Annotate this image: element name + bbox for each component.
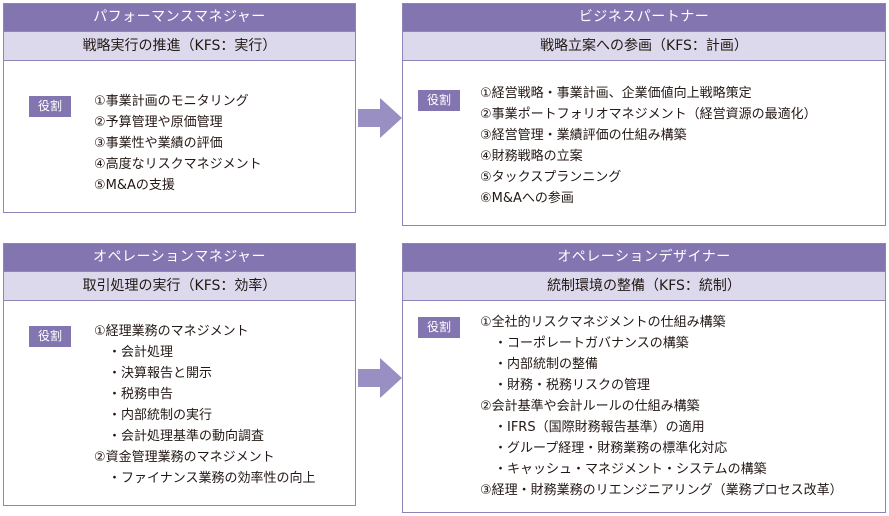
box-subtitle: 戦略立案への参画（KFS：計画）	[403, 31, 885, 61]
box-business-partner: ビジネスパートナー 戦略立案への参画（KFS：計画） 役割 ①経営戦略・事業計画…	[402, 3, 886, 226]
list-item: ⑤タックスプランニング	[480, 170, 622, 185]
list-item: ・決算報告と開示	[108, 366, 213, 381]
list-item: ①全社的リスクマネジメントの仕組み構築	[480, 315, 726, 330]
role-badge: 役割	[29, 326, 71, 347]
list-item: ③経理・財務業務のリエンジニアリング（業務プロセス改革）	[480, 483, 843, 498]
box-operation-designer: オペレーションデザイナー 統制環境の整備（KFS：統制） 役割 ①全社的リスクマ…	[402, 243, 886, 513]
box-performance-manager: パフォーマンスマネジャー 戦略実行の推進（KFS：実行） 役割 ①事業計画のモニ…	[3, 3, 356, 213]
list-item: ③経営管理・業績評価の仕組み構築	[480, 128, 687, 143]
list-item: ②事業ポートフォリオマネジメント（経営資源の最適化）	[480, 107, 817, 122]
list-item: ・ファイナンス業務の効率性の向上	[108, 471, 316, 486]
list-item: ①経営戦略・事業計画、企業価値向上戦略策定	[480, 86, 752, 101]
box-operation-manager: オペレーションマネジャー 取引処理の実行（KFS：効率） 役割 ①経理業務のマネ…	[3, 243, 356, 506]
list-item: ②予算管理や原価管理	[94, 115, 223, 130]
role-badge: 役割	[418, 90, 460, 111]
right-arrow-icon	[358, 98, 402, 138]
box-subtitle: 統制環境の整備（KFS：統制）	[403, 271, 885, 301]
list-item: ④高度なリスクマネジメント	[94, 157, 262, 172]
list-item: ②会計基準や会計ルールの仕組み構築	[480, 399, 700, 414]
list-item: ・IFRS（国際財務報告基準）の適用	[494, 420, 705, 435]
list-item: ・コーポレートガバナンスの構築	[494, 336, 689, 351]
box-title: オペレーションデザイナー	[403, 244, 885, 271]
role-list: ①経理業務のマネジメント ・会計処理 ・決算報告と開示 ・税務申告 ・内部統制の…	[94, 321, 315, 489]
list-item: ・グループ経理・財務業務の標準化対応	[494, 441, 728, 456]
list-item: ⑥M&Aへの参画	[480, 191, 574, 206]
role-badge: 役割	[29, 96, 71, 117]
list-item: ①経理業務のマネジメント	[94, 324, 249, 339]
role-list: ①事業計画のモニタリング ②予算管理や原価管理 ③事業性や業績の評価 ④高度なリ…	[94, 91, 262, 196]
role-list: ①経営戦略・事業計画、企業価値向上戦略策定 ②事業ポートフォリオマネジメント（経…	[480, 83, 817, 209]
list-item: ・会計処理	[108, 345, 174, 360]
box-subtitle: 取引処理の実行（KFS：効率）	[4, 271, 355, 301]
list-item: ・会計処理基準の動向調査	[108, 429, 265, 444]
role-badge: 役割	[418, 317, 460, 338]
list-item: ・財務・税務リスクの管理	[494, 378, 651, 393]
list-item: ・内部統制の実行	[108, 408, 213, 423]
box-title: オペレーションマネジャー	[4, 244, 355, 271]
box-title: パフォーマンスマネジャー	[4, 4, 355, 31]
list-item: ⑤M&Aの支援	[94, 178, 175, 193]
list-item: ②資金管理業務のマネジメント	[94, 450, 275, 465]
box-subtitle: 戦略実行の推進（KFS：実行）	[4, 31, 355, 61]
list-item: ③事業性や業績の評価	[94, 136, 223, 151]
list-item: ・キャッシュ・マネジメント・システムの構築	[494, 462, 767, 477]
list-item: ①事業計画のモニタリング	[94, 94, 249, 109]
role-list: ①全社的リスクマネジメントの仕組み構築 ・コーポレートガバナンスの構築 ・内部統…	[480, 312, 843, 501]
list-item: ・税務申告	[108, 387, 174, 402]
box-title: ビジネスパートナー	[403, 4, 885, 31]
list-item: ・内部統制の整備	[494, 357, 599, 372]
right-arrow-icon	[358, 358, 402, 398]
list-item: ④財務戦略の立案	[480, 149, 583, 164]
